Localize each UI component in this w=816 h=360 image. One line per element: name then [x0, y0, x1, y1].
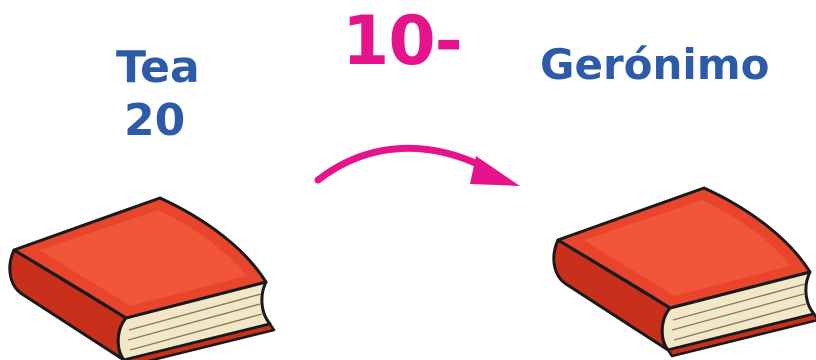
left-book-icon	[10, 198, 274, 360]
arrow-icon	[318, 148, 520, 186]
right-book-icon	[554, 188, 816, 356]
